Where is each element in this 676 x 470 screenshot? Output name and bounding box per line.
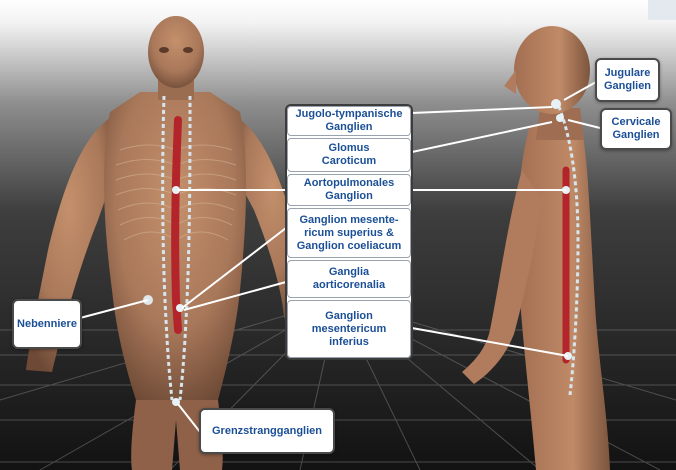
- label-glomus-caroticum: Glomus Caroticum: [287, 138, 411, 172]
- label-grenzstrangganglien: Grenzstrangganglien: [199, 408, 335, 454]
- label-nebenniere: Nebenniere: [12, 299, 82, 349]
- label-aorticorenalia: Ganglia aorticorenalia: [287, 260, 411, 298]
- label-cervicale-ganglien: Cervicale Ganglien: [600, 108, 672, 150]
- label-aortopulmonales: Aortopulmonales Ganglion: [287, 174, 411, 206]
- corner-tab: [648, 0, 676, 20]
- label-ganglion-mesentericum-superius: Ganglion mesente- ricum superius & Gangl…: [287, 208, 411, 258]
- label-jugolo-tympanische: Jugolo-tympanische Ganglien: [287, 106, 411, 136]
- label-jugulare-ganglien: Jugulare Ganglien: [595, 58, 660, 102]
- label-mesentericum-inferius: Ganglion mesentericum inferius: [287, 300, 411, 358]
